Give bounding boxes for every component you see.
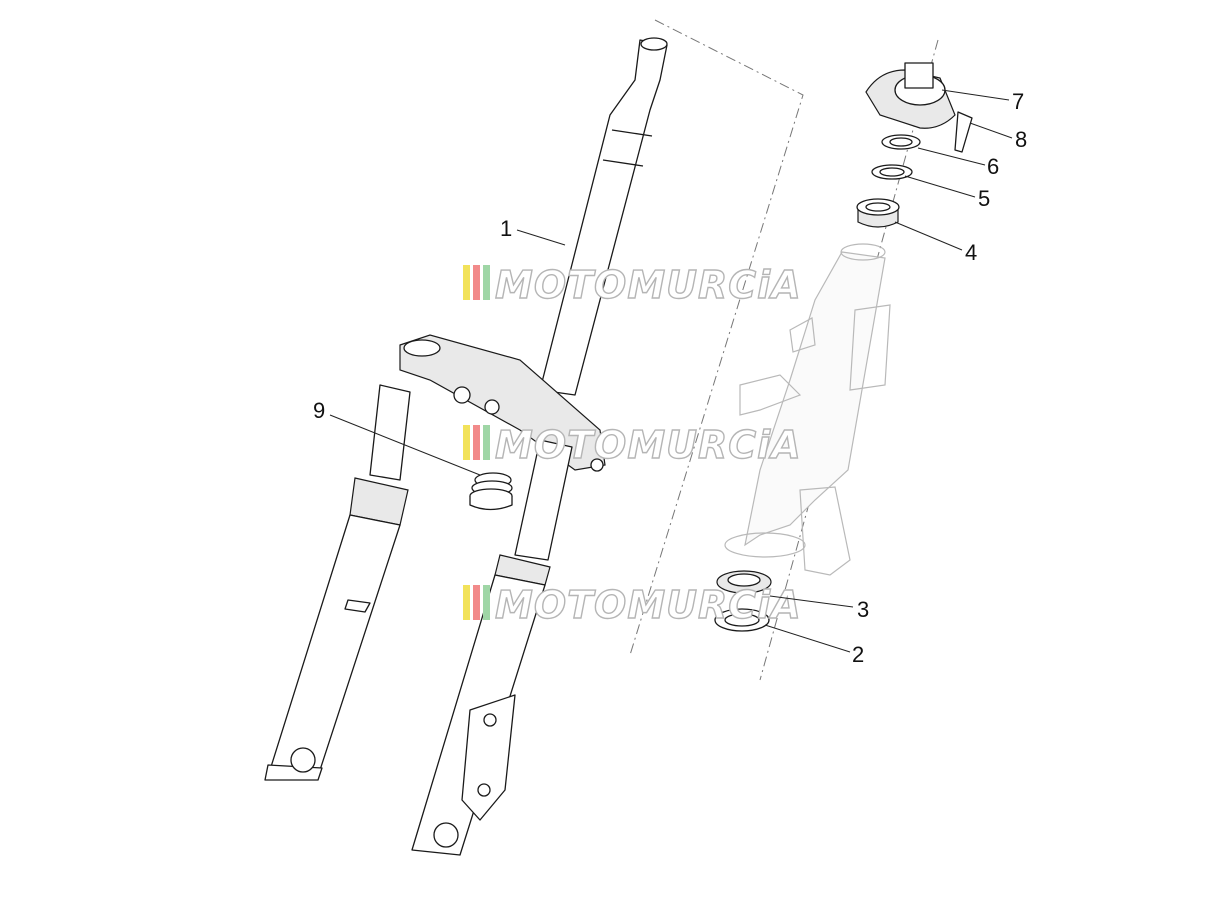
watermark-top: MOTOMURCiA bbox=[463, 262, 802, 308]
leader-lines bbox=[329, 89, 1013, 653]
watermark-middle: MOTOMURCiA bbox=[463, 422, 802, 468]
watermark-bottom: MOTOMURCiA bbox=[463, 582, 802, 628]
part-1-fork-assembly bbox=[264, 37, 668, 856]
leader-1 bbox=[516, 229, 566, 246]
part-6-ring-nut bbox=[881, 134, 921, 150]
callout-4: 4 bbox=[965, 240, 977, 265]
part-4-upper-bearing bbox=[856, 198, 900, 228]
callout-6: 6 bbox=[987, 154, 999, 179]
leader-6 bbox=[917, 147, 986, 166]
leader-5 bbox=[904, 175, 976, 198]
frame-head-tube-ghost bbox=[724, 243, 891, 576]
callout-2: 2 bbox=[852, 642, 864, 667]
callout-3: 3 bbox=[857, 597, 869, 622]
part-2-lower-cup bbox=[714, 608, 770, 632]
part-5-washer bbox=[871, 164, 913, 180]
callout-labels: 1 2 3 4 5 6 7 8 9 bbox=[313, 89, 1027, 667]
callout-5: 5 bbox=[978, 186, 990, 211]
leader-9 bbox=[329, 414, 481, 476]
leader-3 bbox=[769, 595, 854, 608]
part-9-bellows bbox=[469, 472, 513, 511]
callout-9: 9 bbox=[313, 398, 325, 423]
part-7-lock-housing bbox=[865, 62, 956, 129]
callout-8: 8 bbox=[1015, 127, 1027, 152]
part-3-lower-bearing bbox=[716, 570, 772, 594]
callout-1: 1 bbox=[500, 216, 512, 241]
part-8-clip bbox=[954, 111, 973, 153]
leader-7 bbox=[941, 89, 1010, 101]
assembly-guide-lines bbox=[629, 19, 939, 681]
leader-4 bbox=[894, 221, 963, 251]
watermark-text: MOTOMURCiA bbox=[495, 263, 802, 307]
leader-2 bbox=[764, 624, 851, 653]
watermark-text: MOTOMURCiA bbox=[495, 423, 802, 467]
leader-8 bbox=[969, 122, 1013, 139]
callout-7: 7 bbox=[1012, 89, 1024, 114]
watermark-text: MOTOMURCiA bbox=[495, 583, 802, 627]
